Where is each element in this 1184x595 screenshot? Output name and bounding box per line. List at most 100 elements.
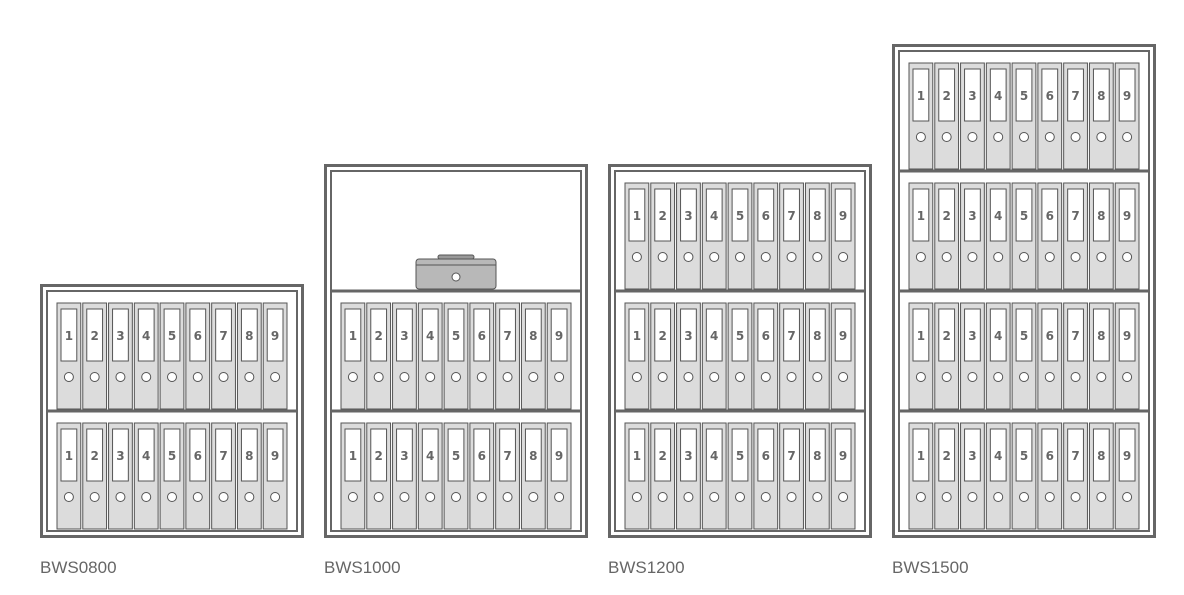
binder-ring-hole [167,492,177,502]
binder-label-window [757,188,775,242]
binder-label-window [421,308,439,362]
binder-number: 6 [1046,209,1054,223]
binder-ring-hole [786,252,797,262]
binder-label-window [1092,68,1110,122]
binder: 7 [1063,182,1088,290]
binder-number: 2 [658,209,666,223]
binder-label-window [783,428,800,482]
binder-ring-hole [1096,252,1107,262]
binder-label-window [989,308,1007,362]
binder-label-window [1118,188,1136,242]
binder-number: 3 [116,449,124,463]
binder: 5 [159,422,185,530]
binder-label-window [964,308,981,362]
binder-ring-hole [218,492,229,502]
binder: 4 [701,422,727,530]
binder-number: 9 [1123,209,1131,223]
binder-ring-hole [425,372,436,382]
binder-ring-hole [915,132,926,142]
binder-label-window [60,308,78,362]
binder: 5 [727,422,753,530]
binder: 4 [417,302,443,410]
binder-ring-hole [244,372,255,382]
binder: 7 [1063,302,1088,410]
binder: 1 [624,422,650,530]
binder-label-window [808,308,826,362]
binder: 4 [701,302,727,410]
binder-ring-hole [631,372,642,382]
binder-number: 1 [633,449,641,463]
binder-number: 6 [478,449,486,463]
binder-number: 9 [1123,329,1131,343]
binder-label-window [912,68,930,122]
binder-number: 1 [65,449,73,463]
binder-ring-hole [812,372,823,382]
binder-label-window [396,308,413,362]
binder-number: 2 [374,329,382,343]
binder-ring-hole [993,132,1004,142]
model-label-bws1000: BWS1000 [324,558,401,577]
binder: 2 [650,182,676,290]
binder-number: 8 [1097,209,1105,223]
binder: 2 [366,302,392,410]
binder: 4 [985,182,1011,290]
binder-ring-hole [735,252,745,262]
binder-number: 2 [90,449,98,463]
binder: 6 [469,422,495,530]
binder-number: 2 [942,449,950,463]
binder: 8 [1088,62,1114,170]
binder-number: 9 [1123,449,1131,463]
binder-label-window [1092,428,1110,482]
binder-ring-hole [451,492,461,502]
binder-label-window [834,428,852,482]
binder-number: 5 [168,329,176,343]
binder-ring-hole [941,132,952,142]
binder: 6 [185,422,211,530]
binder-label-window [1041,188,1059,242]
binder-label-window [680,428,697,482]
binder-label-window [808,428,826,482]
binder-number: 9 [271,449,279,463]
binder-label-window [705,428,723,482]
binder-ring-hole [347,372,358,382]
binder-ring-hole [1070,372,1081,382]
binder-number: 6 [478,329,486,343]
binder-ring-hole [735,372,745,382]
binder-label-window [654,428,672,482]
binder-ring-hole [554,492,565,502]
binder: 8 [520,302,546,410]
binder-number: 1 [917,209,925,223]
binder: 9 [546,302,572,410]
binder-label-window [1092,308,1110,362]
binder-ring-hole [735,492,745,502]
binder: 5 [443,422,469,530]
binder-number: 7 [503,329,511,343]
binder-number: 2 [658,329,666,343]
binder-ring-hole [399,372,410,382]
binder-label-window [731,308,749,362]
binder: 3 [392,422,417,530]
binder-number: 8 [1097,89,1105,103]
binder: 9 [830,302,856,410]
binder: 9 [262,422,288,530]
binder-number: 3 [968,89,976,103]
binder-number: 8 [813,209,821,223]
binder-label-window [680,188,697,242]
binder-ring-hole [941,492,952,502]
binder-label-window [628,308,646,362]
binder: 2 [934,62,960,170]
binder-number: 7 [219,449,227,463]
binder-label-window [808,188,826,242]
cabinet-inner-frame [614,170,866,532]
binder-number: 8 [1097,449,1105,463]
binder: 4 [985,62,1011,170]
binder-number: 4 [994,449,1002,463]
binder: 5 [727,302,753,410]
binder-number: 3 [968,329,976,343]
binder-number: 3 [400,449,408,463]
binder-number: 5 [168,449,176,463]
binder: 1 [56,302,82,410]
